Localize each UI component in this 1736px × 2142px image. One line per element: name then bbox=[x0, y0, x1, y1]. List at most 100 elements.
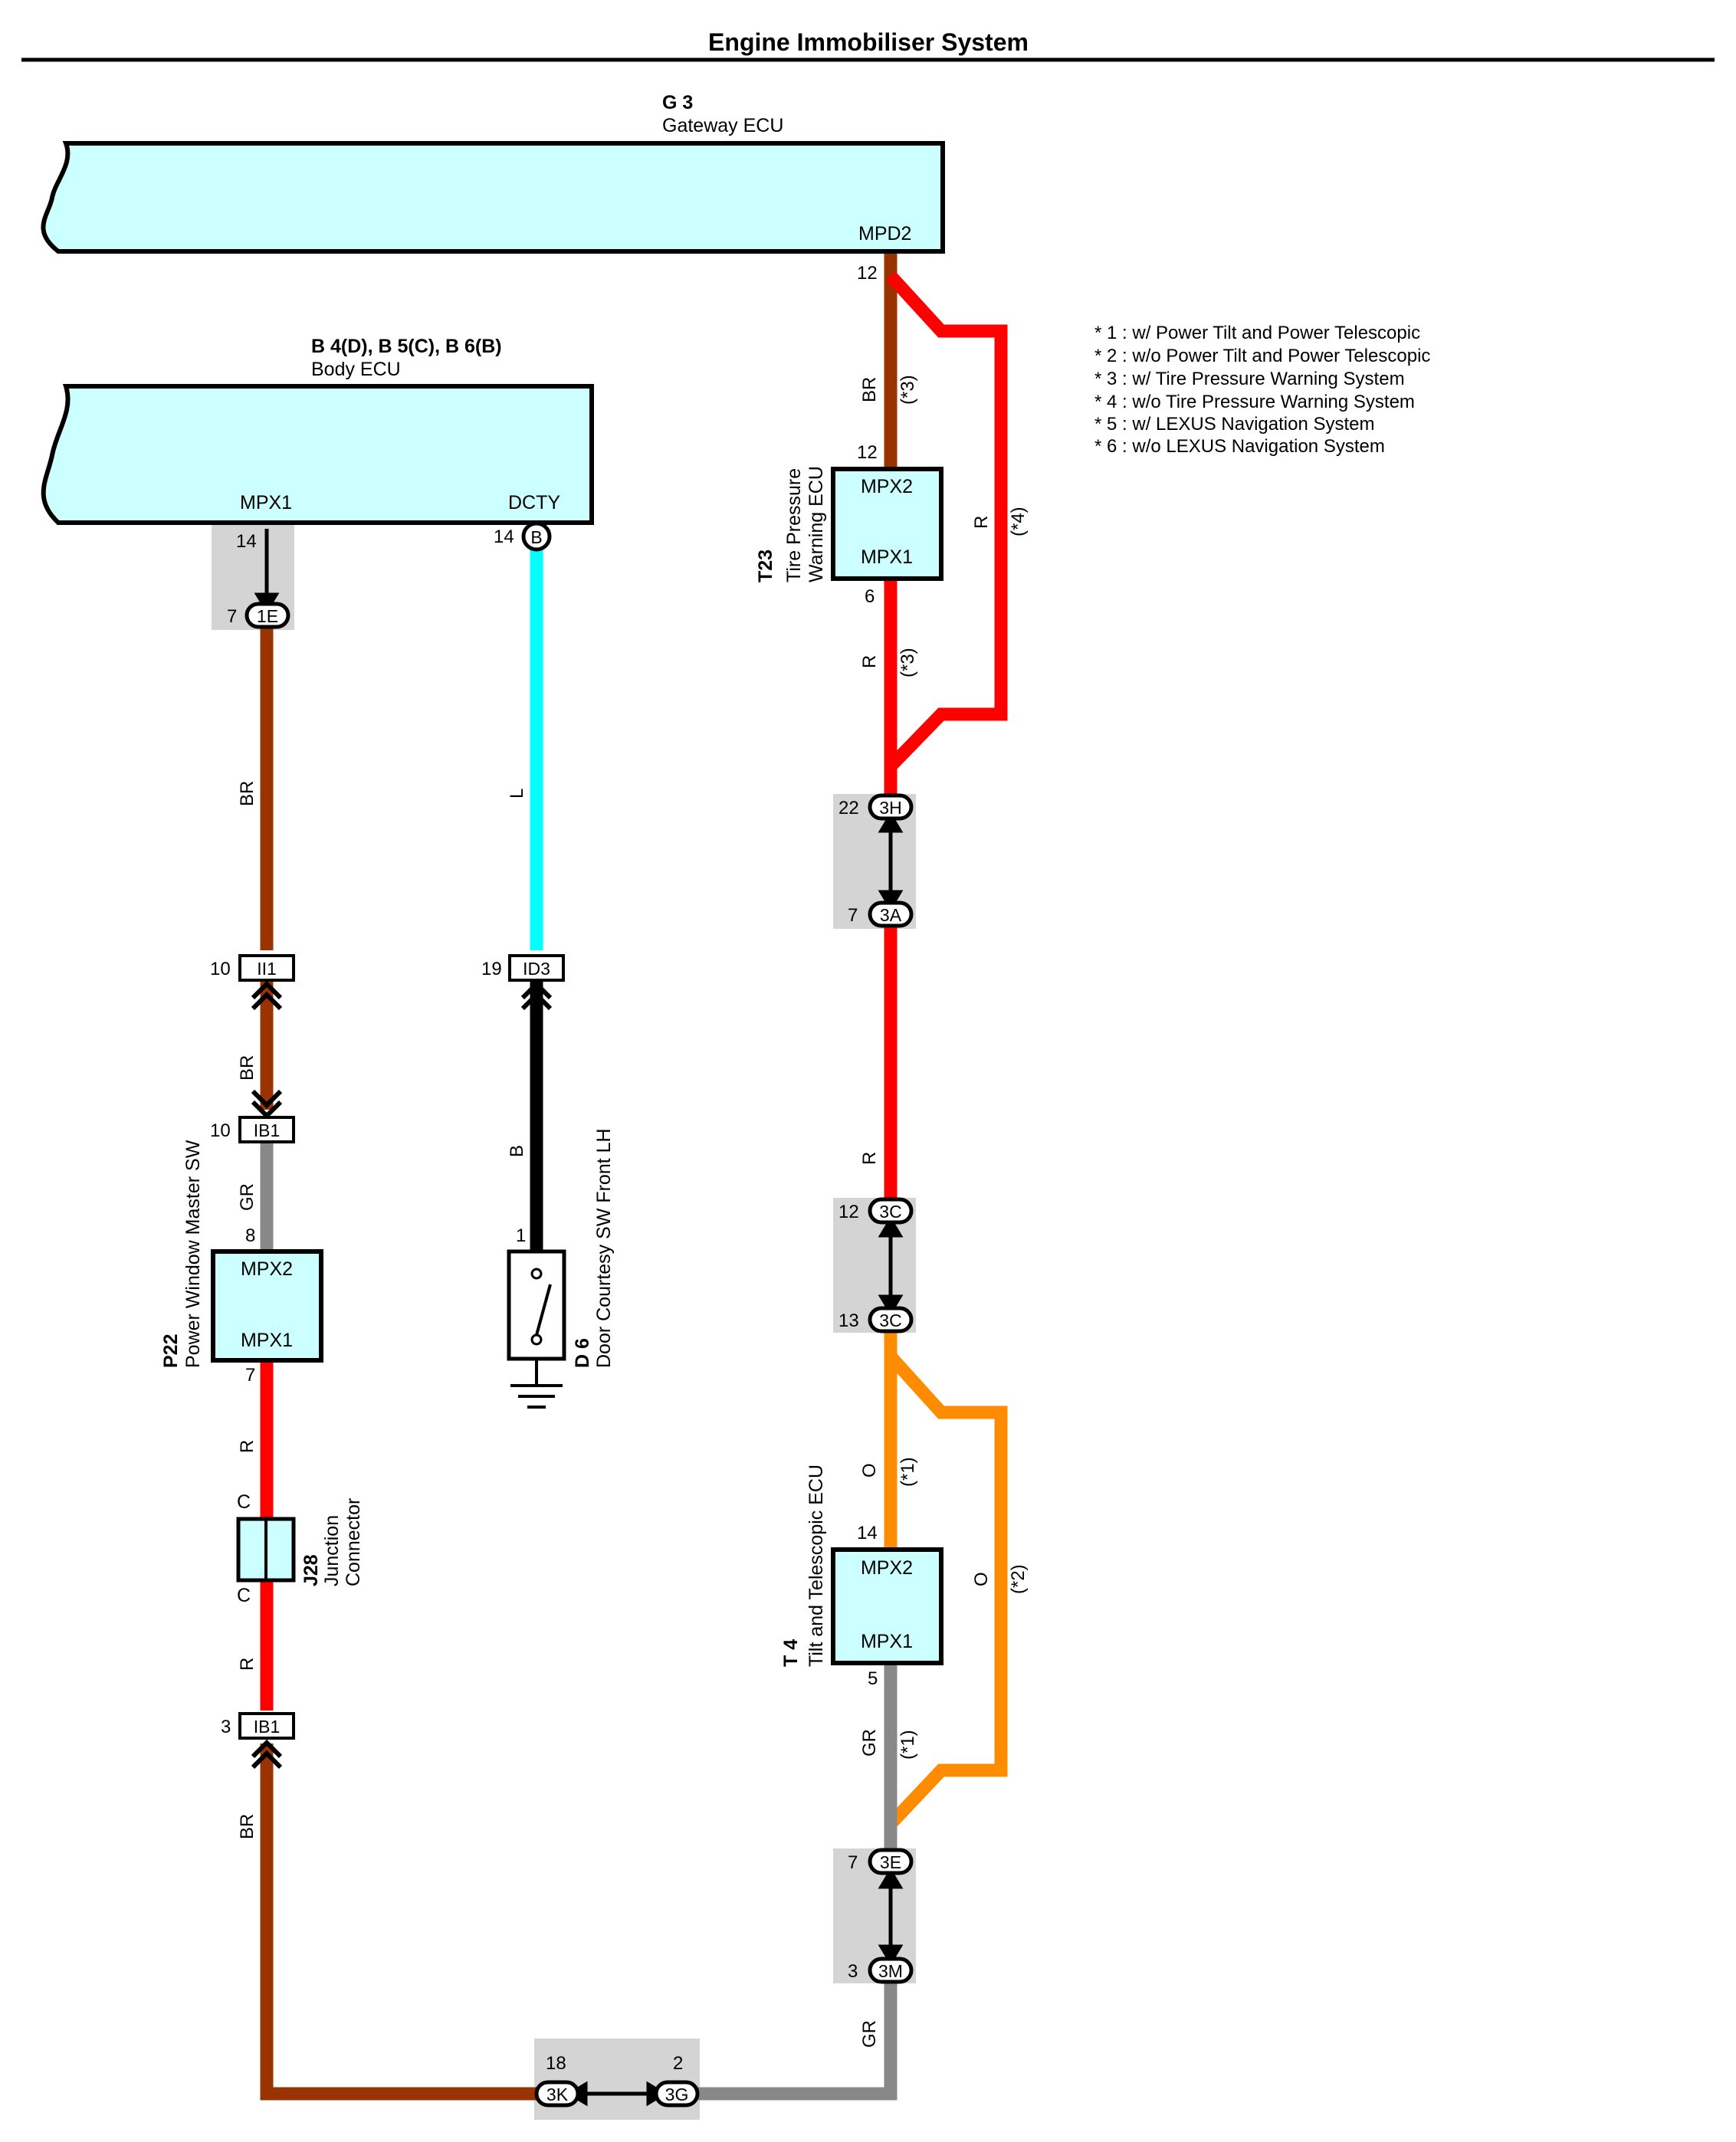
pwm-mpx1: MPX1 bbox=[241, 1330, 293, 1351]
svg-text:3K: 3K bbox=[546, 2085, 569, 2104]
svg-text:2: 2 bbox=[673, 2053, 683, 2074]
pwm-name: Power Window Master SW bbox=[182, 1140, 204, 1368]
door-courtesy-switch: D 6 Door Courtesy SW Front LH bbox=[507, 1128, 615, 1409]
j28-pin-top: C bbox=[237, 1491, 251, 1513]
switch-contact-top bbox=[530, 1268, 543, 1280]
pin-numbers: 12 12 6 14 7 14 10 10 8 7 3 19 1 22 7 12… bbox=[210, 263, 878, 2074]
notes-legend: * 1 : w/ Power Tilt and Power Telescopic… bbox=[1094, 323, 1430, 457]
wire-o-bypass bbox=[885, 1352, 1008, 1829]
pwm-code: P22 bbox=[160, 1334, 182, 1368]
svg-text:7: 7 bbox=[848, 905, 858, 926]
svg-text:14: 14 bbox=[494, 526, 514, 547]
connector-ib1-top: IB1 bbox=[238, 1116, 295, 1143]
j28-code: J28 bbox=[300, 1554, 322, 1586]
svg-text:R: R bbox=[237, 1658, 258, 1671]
connector-id3: ID3 bbox=[508, 954, 565, 982]
svg-text:7: 7 bbox=[848, 1852, 858, 1873]
svg-text:O: O bbox=[859, 1463, 880, 1478]
svg-text:(*4): (*4) bbox=[1008, 507, 1029, 536]
svg-text:3C: 3C bbox=[879, 1202, 901, 1222]
mating-chevrons bbox=[251, 980, 553, 1770]
j28-name-line1: Junction bbox=[321, 1515, 343, 1586]
svg-text:BR: BR bbox=[237, 1814, 258, 1839]
connector-1e: 1E bbox=[244, 602, 290, 629]
body-ecu-box bbox=[41, 384, 594, 525]
door-code: D 6 bbox=[572, 1338, 593, 1368]
connector-3g: 3G bbox=[654, 2080, 700, 2108]
tilt-name: Tilt and Telescopic ECU bbox=[806, 1465, 827, 1667]
wires bbox=[260, 249, 1008, 2101]
body-ecu-name: Body ECU bbox=[311, 359, 401, 380]
wire-br-3k-ib1 bbox=[260, 1743, 543, 2101]
connector-3m: 3M bbox=[868, 1957, 914, 1984]
note-4: * 4 : w/o Tire Pressure Warning System bbox=[1094, 392, 1415, 412]
tpws-mpx2: MPX2 bbox=[861, 476, 913, 497]
svg-text:(*2): (*2) bbox=[1008, 1564, 1029, 1594]
note-3: * 3 : w/ Tire Pressure Warning System bbox=[1094, 369, 1405, 389]
svg-text:(*1): (*1) bbox=[898, 1730, 918, 1760]
connector-3e: 3E bbox=[868, 1848, 914, 1875]
svg-text:10: 10 bbox=[210, 1120, 231, 1141]
tilt-telescopic-ecu: MPX2 MPX1 T 4 Tilt and Telescopic ECU bbox=[780, 1465, 943, 1667]
junction-connector: C C J28 Junction Connector bbox=[236, 1491, 364, 1606]
connector-3a: 3A bbox=[868, 900, 914, 928]
svg-text:3H: 3H bbox=[879, 798, 901, 818]
pwm-mpx2: MPX2 bbox=[241, 1258, 293, 1280]
svg-text:GR: GR bbox=[859, 2020, 880, 2048]
gateway-mpd2-label: MPD2 bbox=[858, 223, 911, 244]
tpws-code: T23 bbox=[755, 549, 776, 582]
splice-ovals: 1E B 3H 3A 3C 3C 3E 3M bbox=[244, 521, 914, 2108]
svg-text:R: R bbox=[859, 1152, 880, 1165]
svg-text:(*1): (*1) bbox=[898, 1457, 918, 1487]
svg-text:BR: BR bbox=[237, 781, 258, 806]
svg-text:3C: 3C bbox=[879, 1310, 901, 1330]
svg-text:BR: BR bbox=[237, 1055, 258, 1081]
body-mpx1-label: MPX1 bbox=[240, 492, 292, 513]
svg-text:3A: 3A bbox=[880, 905, 902, 925]
svg-text:14: 14 bbox=[236, 531, 257, 552]
tire-pressure-ecu: MPX2 MPX1 T23 Tire Pressure Warning ECU bbox=[755, 466, 943, 582]
svg-text:GR: GR bbox=[859, 1729, 880, 1757]
svg-text:3E: 3E bbox=[880, 1852, 901, 1872]
svg-text:22: 22 bbox=[838, 798, 859, 818]
connector-3k: 3K bbox=[534, 2080, 580, 2108]
svg-text:B: B bbox=[507, 1145, 527, 1157]
svg-text:IB1: IB1 bbox=[254, 1120, 281, 1140]
svg-text:BR: BR bbox=[859, 377, 880, 402]
j28-pin-bottom: C bbox=[237, 1585, 251, 1606]
tilt-mpx2: MPX2 bbox=[861, 1557, 913, 1579]
body-ecu-code: B 4(D), B 5(C), B 6(B) bbox=[311, 336, 502, 357]
svg-text:(*3): (*3) bbox=[898, 375, 918, 405]
svg-text:12: 12 bbox=[857, 442, 878, 463]
wire-r-bypass bbox=[885, 271, 1008, 771]
svg-text:18: 18 bbox=[546, 2053, 566, 2074]
connector-ib1-bottom: IB1 bbox=[238, 1712, 295, 1740]
svg-text:ID3: ID3 bbox=[523, 959, 550, 979]
svg-text:14: 14 bbox=[857, 1523, 878, 1543]
svg-text:3: 3 bbox=[221, 1717, 231, 1737]
svg-text:5: 5 bbox=[868, 1668, 878, 1689]
switch-contact-bottom bbox=[530, 1333, 543, 1346]
note-6: * 6 : w/o LEXUS Navigation System bbox=[1094, 436, 1385, 457]
svg-text:GR: GR bbox=[237, 1183, 258, 1211]
tilt-mpx1: MPX1 bbox=[861, 1631, 913, 1652]
svg-text:19: 19 bbox=[481, 959, 502, 979]
switch-lever bbox=[535, 1284, 552, 1336]
page-title: Engine Immobiliser System bbox=[708, 28, 1029, 56]
svg-text:R: R bbox=[971, 516, 992, 529]
j28-name-line2: Connector bbox=[343, 1498, 364, 1586]
svg-text:6: 6 bbox=[865, 586, 875, 607]
gateway-ecu-box bbox=[41, 141, 945, 254]
tpws-name-line2: Warning ECU bbox=[806, 466, 827, 582]
svg-text:II1: II1 bbox=[257, 959, 277, 979]
svg-text:12: 12 bbox=[857, 263, 878, 284]
svg-text:7: 7 bbox=[245, 1365, 255, 1386]
svg-text:3: 3 bbox=[848, 1961, 858, 1982]
door-name: Door Courtesy SW Front LH bbox=[593, 1128, 615, 1368]
connector-ii1: II1 bbox=[238, 954, 295, 982]
splice-links bbox=[254, 529, 904, 2107]
svg-text:10: 10 bbox=[210, 959, 231, 979]
svg-text:13: 13 bbox=[838, 1310, 859, 1331]
body-dcty-label: DCTY bbox=[508, 492, 560, 513]
wire-color-codes: BR (*3) R (*3) R (*4) R O (*1) O (*2) GR… bbox=[237, 375, 1029, 2048]
